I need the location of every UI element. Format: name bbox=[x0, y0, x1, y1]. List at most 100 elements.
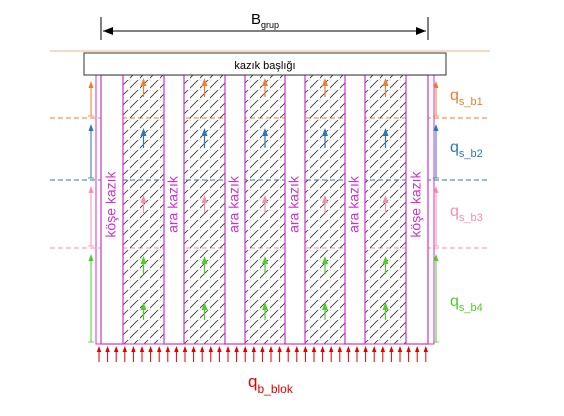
skin-arrow bbox=[262, 256, 268, 274]
side-arrow bbox=[433, 254, 439, 342]
skin-friction-arrows bbox=[140, 78, 389, 320]
skin-arrow bbox=[140, 256, 147, 274]
base-pressure-label: qb_blok bbox=[248, 372, 294, 396]
corner-pile-label: köşe kazık bbox=[103, 170, 119, 237]
base-arrow bbox=[243, 346, 248, 362]
base-arrow bbox=[200, 346, 205, 362]
base-arrow bbox=[337, 346, 342, 362]
base-arrow bbox=[122, 346, 127, 362]
side-arrow bbox=[88, 254, 94, 342]
base-pressure-base: q bbox=[248, 372, 257, 391]
skin-arrow bbox=[322, 195, 328, 213]
skin-arrow bbox=[322, 78, 328, 97]
skin-friction-label-2: qs_b2 bbox=[450, 139, 483, 160]
base-arrow bbox=[346, 346, 351, 362]
side-friction-arrows bbox=[88, 81, 439, 343]
base-arrow bbox=[148, 346, 153, 362]
base-arrow bbox=[389, 346, 394, 362]
skin-friction-base: q bbox=[450, 203, 459, 220]
base-arrow bbox=[354, 346, 360, 362]
skin-friction-subscript: s_b4 bbox=[459, 302, 483, 314]
base-arrow bbox=[217, 346, 222, 362]
base-arrow bbox=[277, 346, 282, 362]
base-arrow bbox=[165, 346, 170, 362]
base-arrow bbox=[114, 346, 119, 362]
base-arrow bbox=[268, 346, 274, 362]
skin-arrow bbox=[322, 128, 328, 148]
group-width-dimension: Bgrup bbox=[100, 11, 429, 40]
skin-arrow bbox=[382, 195, 389, 213]
base-arrow bbox=[234, 346, 239, 362]
base-arrow bbox=[182, 346, 188, 362]
skin-arrow bbox=[140, 195, 147, 213]
base-arrow bbox=[139, 346, 145, 362]
group-width-subscript: grup bbox=[261, 20, 279, 30]
middle-pile-label: ara kazık bbox=[346, 175, 362, 233]
skin-arrow bbox=[262, 128, 268, 148]
skin-arrow bbox=[382, 256, 389, 274]
group-width-label: Bgrup bbox=[251, 11, 279, 30]
side-arrow bbox=[88, 81, 94, 116]
group-width-base: B bbox=[251, 11, 261, 28]
base-arrow bbox=[96, 346, 102, 362]
skin-arrow bbox=[201, 256, 208, 274]
base-arrow bbox=[105, 346, 110, 362]
skin-arrow bbox=[382, 78, 389, 97]
base-arrow bbox=[303, 346, 308, 362]
base-arrow bbox=[286, 346, 291, 362]
middle-pile-label: ara kazık bbox=[286, 175, 302, 233]
skin-friction-subscript: s_b1 bbox=[459, 96, 483, 108]
skin-arrow bbox=[262, 302, 268, 320]
skin-arrow bbox=[140, 302, 147, 320]
base-arrow bbox=[406, 346, 411, 362]
pile-cap-label: kazık başlığı bbox=[234, 60, 295, 72]
skin-arrow bbox=[262, 195, 268, 213]
middle-pile-label: ara kazık bbox=[165, 175, 181, 233]
base-arrow bbox=[225, 346, 231, 362]
skin-friction-label-4: qs_b4 bbox=[450, 293, 483, 314]
side-arrow bbox=[433, 81, 439, 116]
base-arrow bbox=[191, 346, 196, 362]
skin-arrow bbox=[322, 256, 328, 274]
skin-friction-base: q bbox=[450, 87, 459, 104]
base-pressure-arrows bbox=[96, 346, 428, 362]
skin-arrow bbox=[382, 302, 389, 320]
corner-pile-label: köşe kazık bbox=[408, 170, 424, 237]
side-arrow bbox=[433, 186, 439, 246]
base-arrow bbox=[329, 346, 334, 362]
skin-arrow bbox=[201, 302, 208, 320]
skin-arrow bbox=[262, 78, 268, 97]
side-arrow bbox=[433, 124, 439, 178]
base-arrow bbox=[260, 346, 265, 362]
base-arrow bbox=[157, 346, 162, 362]
base-arrow bbox=[415, 346, 420, 362]
base-arrow bbox=[380, 346, 385, 362]
pile-cap bbox=[83, 52, 447, 76]
skin-friction-subscript: s_b2 bbox=[459, 148, 483, 160]
skin-arrow bbox=[201, 78, 208, 97]
skin-arrow bbox=[201, 128, 208, 148]
base-arrow bbox=[320, 346, 325, 362]
side-arrow bbox=[88, 186, 94, 246]
base-arrow bbox=[251, 346, 256, 362]
middle-pile-label: ara kazık bbox=[226, 175, 242, 233]
base-arrow bbox=[294, 346, 299, 362]
base-arrow bbox=[208, 346, 213, 362]
skin-friction-label-1: qs_b1 bbox=[450, 87, 483, 108]
skin-friction-base: q bbox=[450, 139, 459, 156]
skin-arrow bbox=[382, 128, 389, 148]
base-arrow bbox=[131, 346, 136, 362]
base-arrow bbox=[423, 346, 428, 362]
skin-arrow bbox=[140, 128, 147, 148]
skin-friction-subscript: s_b3 bbox=[459, 212, 483, 224]
side-arrow bbox=[88, 124, 94, 178]
skin-arrow bbox=[322, 302, 328, 320]
skin-arrow bbox=[140, 78, 147, 97]
skin-friction-base: q bbox=[450, 293, 459, 310]
base-arrow bbox=[174, 346, 179, 362]
base-arrow bbox=[311, 346, 317, 362]
skin-friction-label-3: qs_b3 bbox=[450, 203, 483, 224]
base-arrow bbox=[372, 346, 377, 362]
